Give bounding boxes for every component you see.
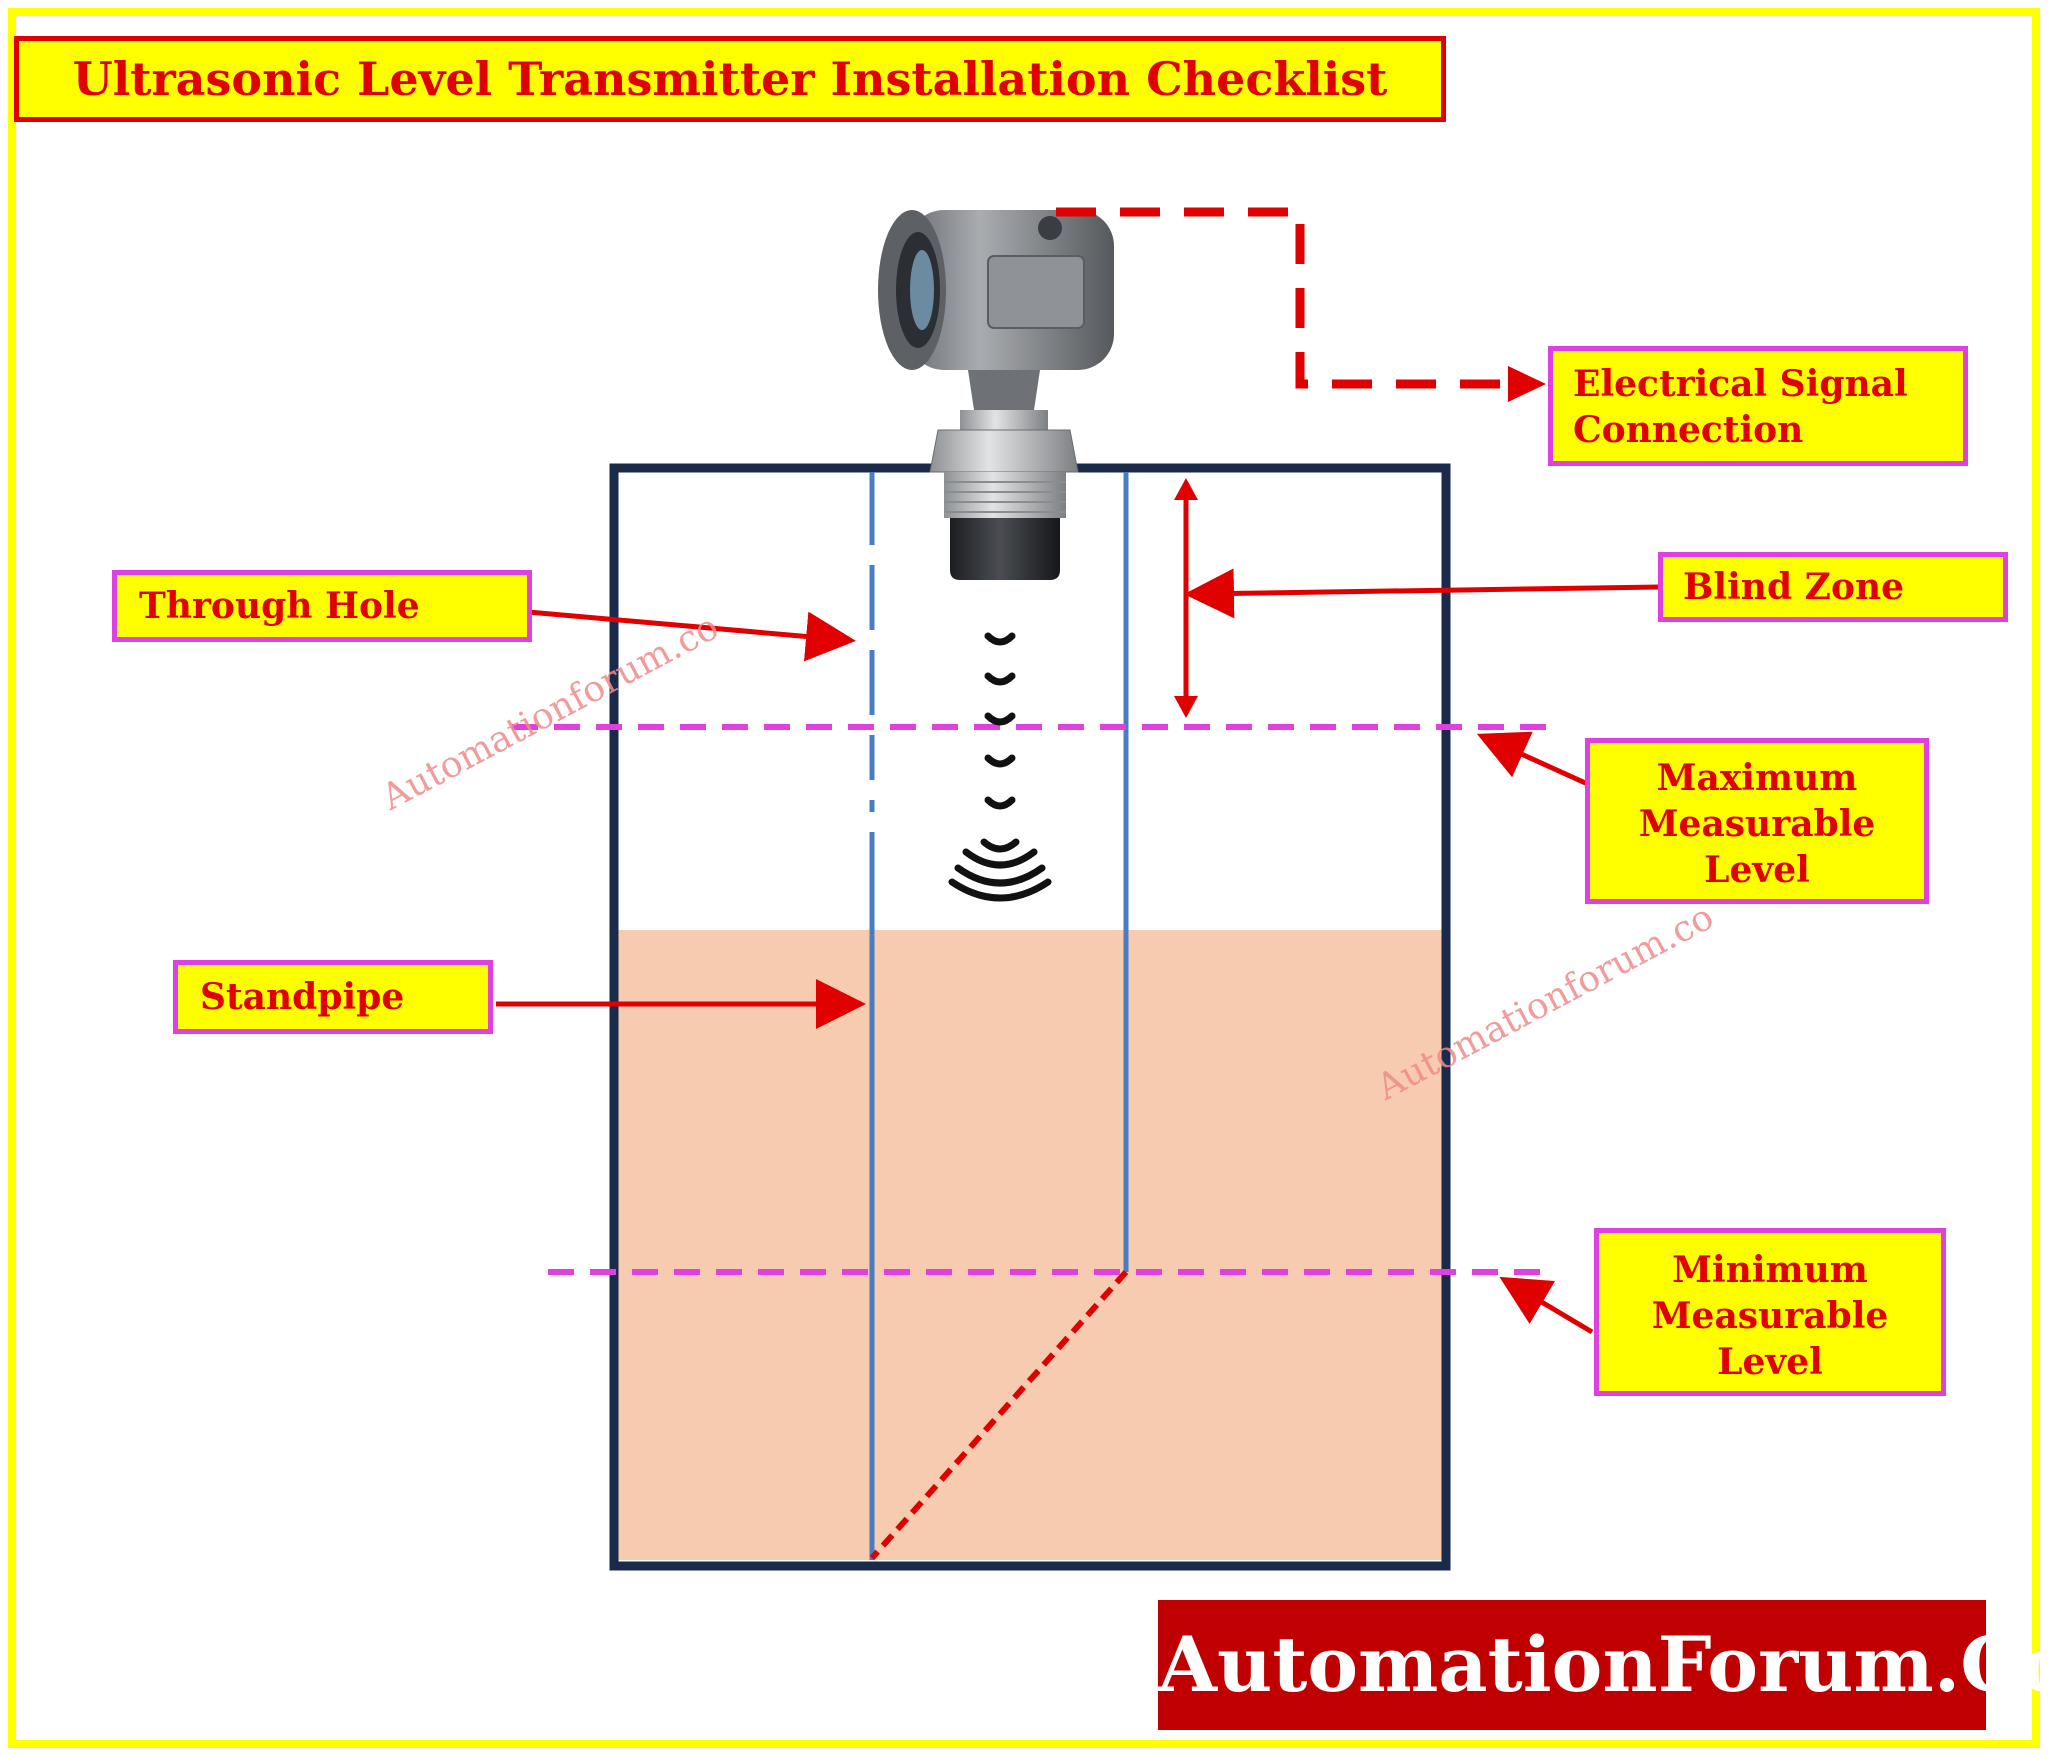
standpipe-label: Standpipe: [173, 960, 493, 1034]
sound-waves: [948, 632, 1052, 902]
brand-logo: AutomationForum.Co: [1158, 1600, 2048, 1730]
blind-zone-label: Blind Zone: [1658, 552, 2008, 622]
liquid: [618, 930, 1442, 1560]
signal-connector: [1056, 207, 1510, 389]
max-level-line-3: Level: [1704, 849, 1810, 891]
signal-arrowhead: [1508, 366, 1546, 402]
min-level-line-3: Level: [1717, 1341, 1823, 1383]
min-level-line-1: Minimum: [1672, 1249, 1868, 1291]
ultrasonic-transmitter: [878, 210, 1114, 580]
max-level-line-1: Maximum: [1656, 757, 1858, 799]
maximum-level-label: Maximum Measurable Level: [1585, 738, 1929, 904]
blind-zone-arrow: [1184, 568, 1661, 619]
pipe-cut-line: [869, 1270, 1129, 1560]
standpipe: [869, 472, 1129, 1560]
max-level-arrow: [1476, 731, 1594, 789]
min-level-arrow: [1499, 1276, 1594, 1335]
max-level-line-2: Measurable: [1638, 803, 1876, 845]
page-title: Ultrasonic Level Transmitter Installatio…: [14, 36, 1446, 122]
minimum-level-label: Minimum Measurable Level: [1594, 1228, 1946, 1396]
electrical-signal-line-2: Connection: [1573, 409, 1804, 451]
through-hole-label: Through Hole: [112, 570, 532, 642]
through-hole-arrow: [527, 609, 856, 662]
electrical-signal-label: Electrical Signal Connection: [1548, 346, 1968, 466]
electrical-signal-line-1: Electrical Signal: [1573, 363, 1908, 405]
min-level-line-2: Measurable: [1651, 1295, 1889, 1337]
